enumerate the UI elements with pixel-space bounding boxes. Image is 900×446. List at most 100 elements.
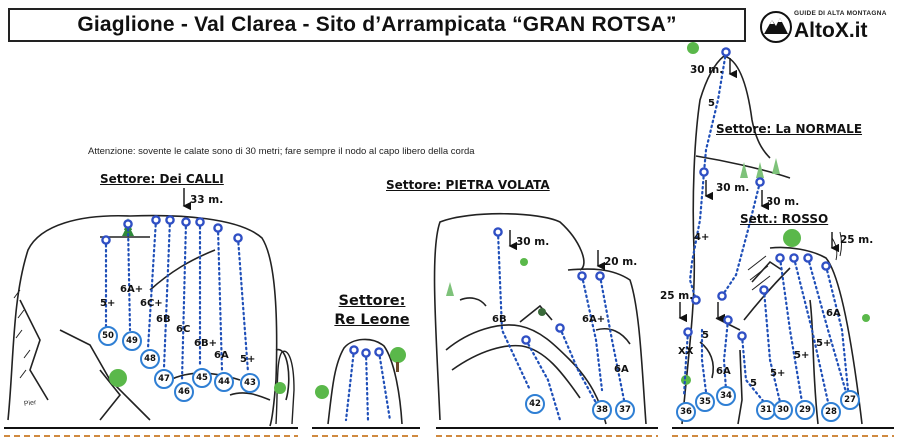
grade-label: 6A [214,350,229,361]
grade-label: 6A [826,308,841,319]
trees [109,42,870,399]
route-number-44[interactable]: 44 [214,372,234,392]
warning-note: Attenzione: sovente le calate sono di 30… [88,146,475,157]
route-number-46[interactable]: 46 [174,382,194,402]
route-number-38[interactable]: 38 [592,400,612,420]
route-number-47[interactable]: 47 [154,369,174,389]
anchor-ring [789,253,799,263]
sector-re-leone-line2: Re Leone [334,312,410,328]
route-number-28[interactable]: 28 [821,402,841,422]
anchor-ring [759,285,769,295]
grade-label: 5+ [794,350,810,361]
route-number-50[interactable]: 50 [98,326,118,346]
grade-label: 5+ [240,354,256,365]
anchor-ring [737,331,747,341]
sector-re-leone-title: Settore: Re Leone [332,292,412,330]
grade-label: 6B [492,314,507,325]
rappel-label-pietra-right: 20 m. [604,256,638,268]
rappel-label-normale-top: 30 m. [690,64,724,76]
title-box: Giaglione - Val Clarea - Sito d’Arrampic… [8,8,746,42]
anchor-ring [755,177,765,187]
anchor-ring [213,223,223,233]
route-number-35[interactable]: 35 [695,392,715,412]
grade-label: 5 [702,330,709,341]
anchor-ring [683,327,693,337]
route-number-27[interactable]: 27 [840,390,860,410]
tower-small [275,350,295,425]
anchor-rings [101,47,831,358]
rappel-label-normale-low: 25 m. [660,290,694,302]
rappel-label-pietra-left: 30 m. [516,236,550,248]
rappel-label-rosso: 25 m. [840,234,874,246]
anchor-ring [699,167,709,177]
anchor-ring [123,219,133,229]
anchor-ring [361,348,371,358]
grade-label: 5+ [816,338,832,349]
route-number-43[interactable]: 43 [240,373,260,393]
anchor-ring [195,217,205,227]
anchor-ring [101,235,111,245]
anchor-ring [775,253,785,263]
route-number-30[interactable]: 30 [773,400,793,420]
grade-label: 5 [708,98,715,109]
anchor-ring [493,227,503,237]
anchor-ring [577,271,587,281]
grade-label: 6A+ [582,314,606,325]
sector-re-leone-line1: Settore: [338,293,406,309]
grade-label: 4+ [694,232,710,243]
anchor-ring [521,335,531,345]
grade-label: 6C+ [140,298,163,309]
grade-label: 6A [716,366,731,377]
route-number-45[interactable]: 45 [192,368,212,388]
anchor-ring [717,291,727,301]
route-number-48[interactable]: 48 [140,349,160,369]
anchor-ring [165,215,175,225]
route-number-36[interactable]: 36 [676,402,696,422]
route-number-49[interactable]: 49 [122,331,142,351]
anchor-ring [595,271,605,281]
logo-brand: AltoX.it [794,19,868,42]
anchor-ring [374,347,384,357]
route-number-29[interactable]: 29 [795,400,815,420]
grade-label: 5 [750,378,757,389]
anchor-ring [233,233,243,243]
rappel-label-normale-mid-left: 30 m. [716,182,750,194]
anchor-ring [821,261,831,271]
route-number-37[interactable]: 37 [615,400,635,420]
grade-label: 6B [156,314,171,325]
route-number-42[interactable]: 42 [525,394,545,414]
route-number-34[interactable]: 34 [716,386,736,406]
grade-label: 6B+ [194,338,217,349]
grade-label: 5+ [100,298,116,309]
anchor-ring [349,345,359,355]
rappel-arrows [182,58,839,323]
altox-logo[interactable]: GUIDE DI ALTA MONTAGNA AltoX.it [760,8,892,46]
grade-label: 6A+ [120,284,144,295]
sector-rosso-title: Sett.: ROSSO [740,212,829,226]
anchor-ring [555,323,565,333]
page-title: Giaglione - Val Clarea - Sito d’Arrampic… [77,13,677,36]
calli-rock [7,214,290,427]
anchor-ring [721,47,731,57]
anchor-ring [181,217,191,227]
sector-normale-title: Settore: La NORMALE [716,122,863,136]
grade-label: 6C [176,324,191,335]
grade-label: 6A [614,364,629,375]
anchor-ring [723,315,733,325]
pietra-rock [433,212,647,425]
mountain-logo-icon [760,11,792,43]
rappel-label-calli: 33 m. [190,194,224,206]
sector-calli-title: Settore: Dei CALLI [100,172,224,186]
grade-label: 5+ [770,368,786,379]
anchor-ring [803,253,813,263]
sector-pietra-volata-title: Settore: PIETRA VOLATA [386,178,550,192]
logo-tagline: GUIDE DI ALTA MONTAGNA [794,10,887,17]
anchor-ring [151,215,161,225]
grade-label: XX [678,346,694,357]
route-lines [104,50,850,422]
anchor-ring [691,295,701,305]
re-leone-rock [327,338,403,425]
rappel-label-normale-mid-right: 30 m. [766,196,800,208]
